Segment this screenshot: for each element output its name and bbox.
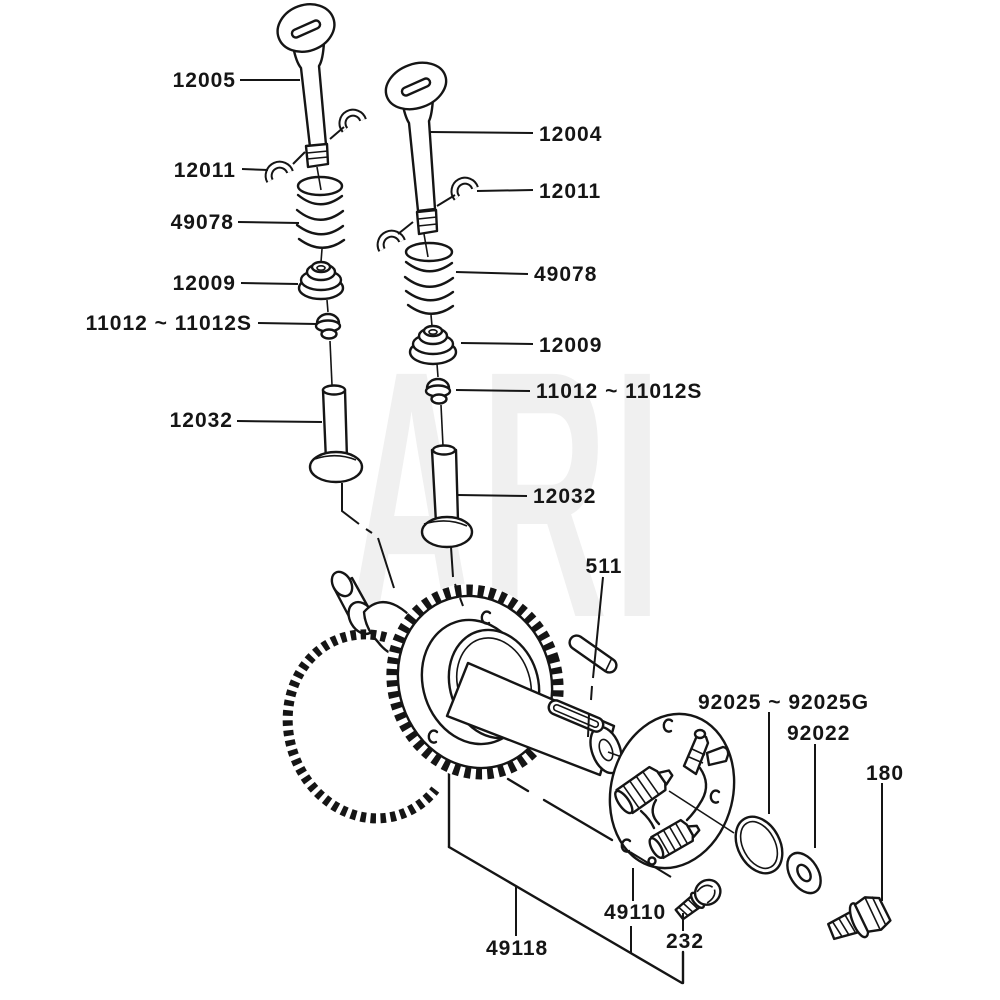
label-12004: 12004 [539,123,602,146]
gear-hole-mark [480,610,492,625]
valve-collet-left-b [264,160,294,183]
label-12032-left: 12032 [170,409,233,432]
label-49110: 49110 [604,901,666,924]
spring-retainer-right [408,324,458,378]
label-11012-right: 11012 ~ 11012S [536,380,702,403]
pin-511 [568,634,618,674]
governor-holder [608,712,736,870]
gear-hole-mark [427,729,439,744]
label-12009-left: 12009 [173,272,236,295]
collet-pointer [292,151,306,165]
tappet-right [420,444,474,607]
valve-cap-right [424,377,452,447]
label-49078-left: 49078 [171,211,234,234]
label-12011-right: 12011 [539,180,601,203]
label-12005: 12005 [173,69,236,92]
label-180: 180 [866,762,904,785]
label-92025: 92025 ~ 92025G [698,691,869,714]
label-92022: 92022 [787,722,850,745]
washer [786,851,822,895]
valve-spring-left [295,175,346,263]
label-12011-left: 12011 [174,159,236,182]
screw [674,878,722,921]
label-49078-right: 49078 [534,263,597,286]
valve-collet-left-a [338,108,367,133]
spring-retainer-left [297,260,345,313]
valve-spring-right [403,241,455,327]
collet-pointer [397,221,414,235]
oring [734,815,784,875]
leader-lines [236,79,883,954]
part-labels: 12005 12011 49078 12009 11012 ~ 11012S 1… [86,69,904,960]
bolt [827,896,892,941]
valve-collet-right-a [450,176,479,201]
label-49118: 49118 [486,937,548,960]
valve-collet-right-b [376,229,406,252]
tappet-left [308,384,395,589]
label-11012-left: 11012 ~ 11012S [86,312,252,335]
inlet-valve [384,61,448,258]
valve-cap-left [314,312,342,386]
label-511: 511 [586,555,623,578]
camshaft-left-end [330,570,424,659]
collet-pointer [436,194,456,207]
label-12032-right: 12032 [533,485,596,508]
label-12009-right: 12009 [539,334,602,357]
axis-line [668,790,735,834]
camshaft-shaft [445,661,642,777]
collet-pointer [329,126,345,140]
exhaust-valve [276,3,336,191]
label-232: 232 [666,930,704,953]
